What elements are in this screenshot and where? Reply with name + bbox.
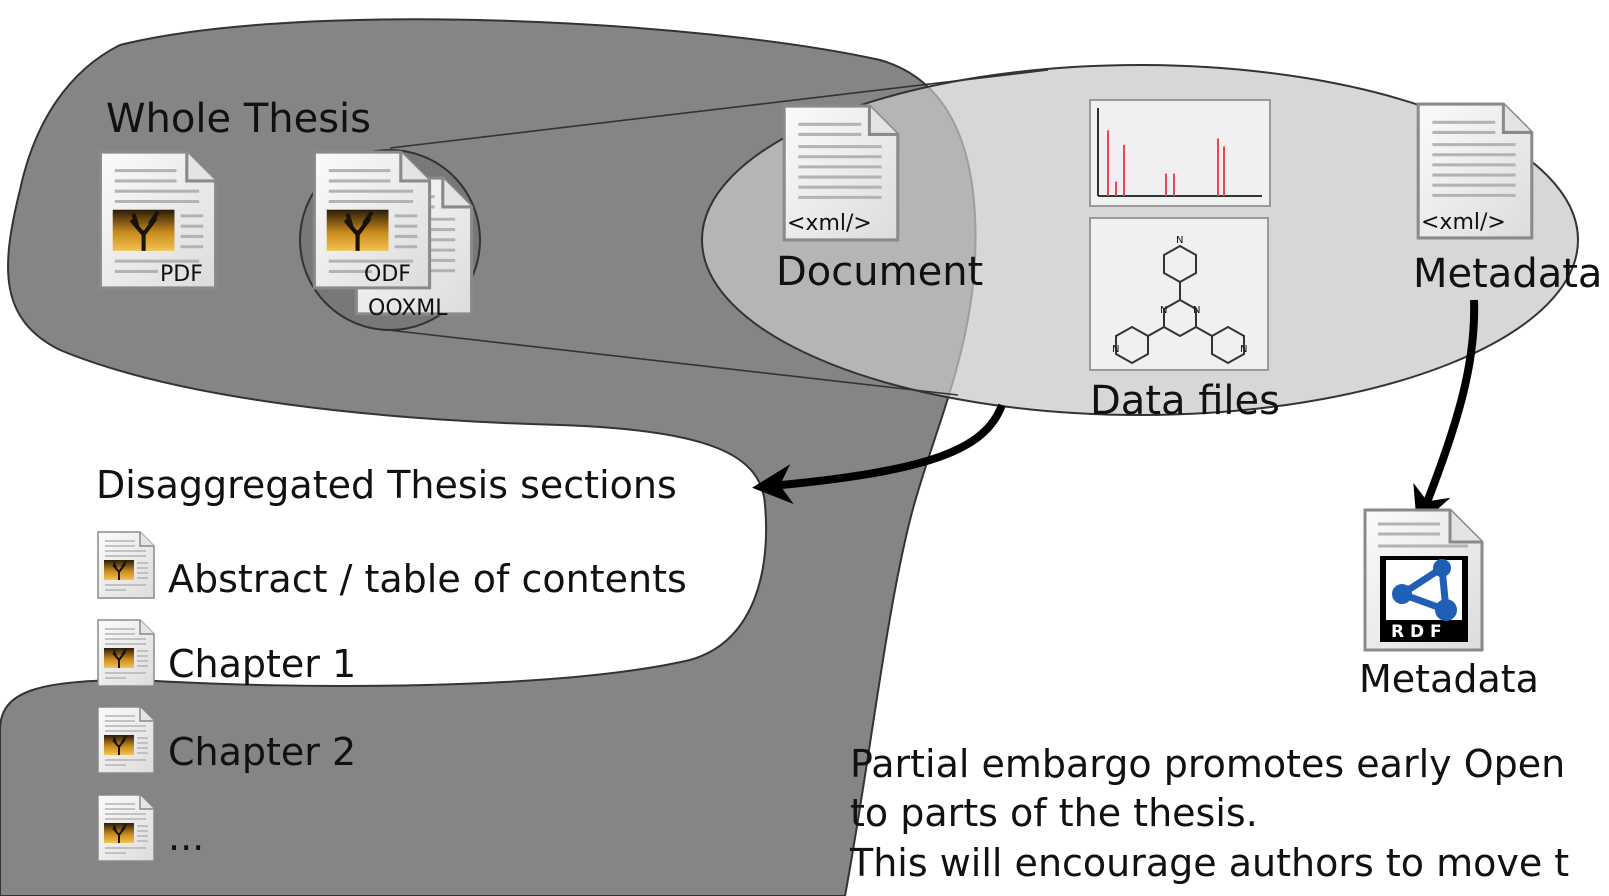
section-item-chapter-2[interactable]: Chapter 2 <box>97 706 356 774</box>
spectrum-bars <box>1107 130 1225 196</box>
caption-line-3: This will encourage authors to move t <box>849 841 1569 885</box>
xml-file-icon[interactable]: <xml/> <box>782 104 900 242</box>
rdf-metadata-label: Metadata <box>1359 657 1539 701</box>
section-file-icon <box>97 619 155 687</box>
ooxml-file-icon[interactable]: OOXML <box>354 176 474 321</box>
section-file-icon <box>97 531 155 599</box>
metadata-xml-icon[interactable]: <xml/> <box>1416 102 1534 240</box>
ooxml-label: OOXML <box>368 296 448 321</box>
molecule-structure-icon[interactable]: N N N N N <box>1089 217 1269 371</box>
document-label: Document <box>776 249 983 295</box>
svg-text:N: N <box>1240 344 1247 355</box>
metadata-label: Metadata <box>1413 251 1602 297</box>
metadata-xml-tag: <xml/> <box>1421 210 1506 235</box>
zoom-lines <box>387 69 1049 396</box>
section-item-chapter-1[interactable]: Chapter 1 <box>97 619 356 687</box>
section-item-more[interactable]: ... <box>97 794 204 862</box>
section-label: Chapter 1 <box>168 642 356 686</box>
rdf-file-icon[interactable]: R D F <box>1363 508 1484 652</box>
svg-text:N: N <box>1112 344 1119 355</box>
svg-text:N: N <box>1193 305 1200 316</box>
section-label: Chapter 2 <box>168 730 356 774</box>
section-label: Abstract / table of contents <box>168 557 687 601</box>
whole-thesis-title: Whole Thesis <box>106 96 371 142</box>
section-label: ... <box>168 815 204 859</box>
section-item-abstract[interactable]: Abstract / table of contents <box>97 531 687 601</box>
sections-title: Disaggregated Thesis sections <box>96 463 677 507</box>
caption-line-2: to parts of the thesis. <box>850 791 1258 835</box>
svg-text:N: N <box>1176 235 1183 246</box>
pdf-file-icon[interactable]: PDF <box>100 152 215 288</box>
odf-label: ODF <box>364 262 411 287</box>
section-file-icon <box>97 794 155 862</box>
odf-file-icon[interactable]: ODF <box>314 152 429 288</box>
section-file-icon <box>97 706 155 774</box>
data-files-label: Data files <box>1090 378 1280 424</box>
document-xml-tag: <xml/> <box>787 211 872 236</box>
spectrum-chart-icon[interactable] <box>1089 99 1271 207</box>
metadata-arrow <box>1413 299 1479 528</box>
caption-line-1: Partial embargo promotes early Open <box>850 742 1565 786</box>
svg-text:N: N <box>1160 305 1167 316</box>
disaggregate-arrow <box>752 403 1006 505</box>
pdf-label: PDF <box>160 262 203 287</box>
rdf-badge: R D F <box>1391 622 1442 642</box>
